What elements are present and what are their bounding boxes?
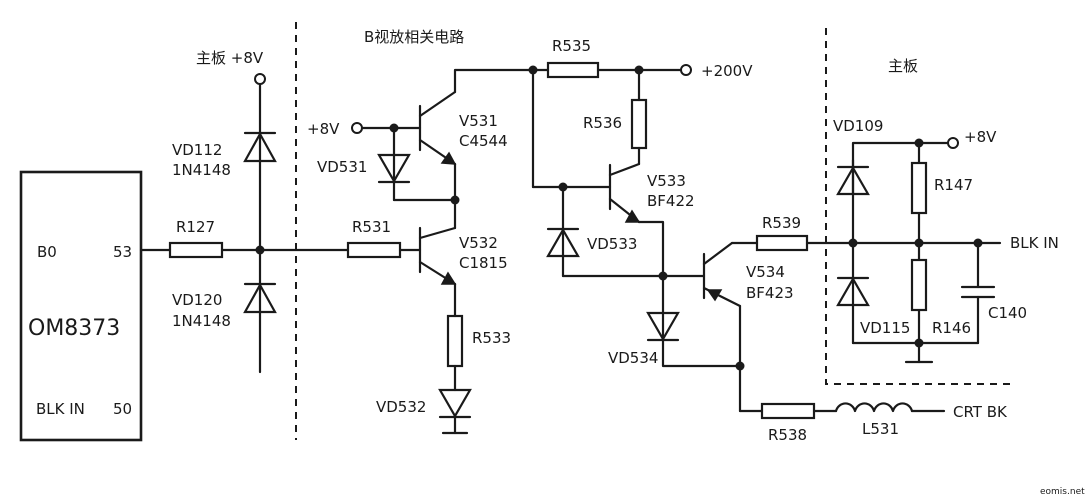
label-video-amp-title: B视放相关电路 [364,28,464,46]
label-vd533: VD533 [587,235,637,253]
label-r147: R147 [934,176,973,194]
ic-pin-b0-label: B0 [37,243,57,261]
label-crt-bk: CRT BK [953,403,1008,421]
ic-pin-blk-label: BLK IN [36,400,85,418]
label-v531: V531 [459,112,498,130]
label-r539: R539 [762,214,801,232]
label-blk-in: BLK IN [1010,234,1059,252]
junction-c140-node [973,238,983,248]
terminal-200v [680,64,692,76]
label-v533: V533 [647,172,686,190]
label-v533-type: BF422 [647,192,695,210]
label-v534-type: BF423 [746,284,794,302]
label-r535: R535 [552,37,591,55]
wire-vd534-to-v534-emitter [661,342,742,368]
label-plus8v-right: +8V [964,128,997,146]
diode-vd531 [377,153,411,184]
resistor-r539 [755,234,809,252]
transistor-v534-arrow [706,289,723,302]
label-r146: R146 [932,319,971,337]
label-plus200v: +200V [701,62,753,80]
label-vd120-type: 1N4148 [172,312,231,330]
label-vd115: VD115 [860,319,910,337]
label-v534: V534 [746,263,785,281]
transistor-v531-arrow [440,151,457,165]
label-vd534: VD534 [608,349,658,367]
resistor-r533 [446,314,464,368]
wire-v531-collector-to-top [453,68,535,94]
inductor-l531 [834,402,914,413]
diode-vd533 [546,227,580,258]
label-vd120: VD120 [172,291,222,309]
resistor-r146 [910,258,928,312]
ic-om8373-body [19,170,143,442]
mainboard-right-boundary [825,28,1010,385]
resistor-r147 [910,161,928,215]
label-mainboard-left: 主板 +8V [196,49,264,67]
label-r531: R531 [352,218,391,236]
label-c140: C140 [988,304,1027,322]
junction-emitters [450,195,460,205]
label-v532-type: C1815 [459,254,508,272]
terminal-8v-input [351,122,363,134]
ic-pin-b0-number: 53 [113,243,132,261]
resistor-r127 [168,241,224,259]
label-mainboard-right: 主板 [888,57,918,75]
label-r127: R127 [176,218,215,236]
terminal-left-8v [254,73,266,85]
label-vd532: VD532 [376,398,426,416]
transistor-v532-arrow [440,271,457,285]
resistor-r536 [630,98,648,150]
label-r536: R536 [583,114,622,132]
diode-vd112 [243,131,277,163]
junction-r-node [914,238,924,248]
transistor-v534-collector [702,241,734,266]
resistor-r535 [546,61,600,79]
wire-v533-emitter-down [637,220,665,278]
diode-vd120 [243,282,277,314]
junction-vd-node [848,238,858,248]
diode-vd109 [836,165,870,196]
transistor-v533-arrow [624,209,641,223]
diode-vd115 [836,276,870,307]
label-plus8v-left: +8V [307,120,340,138]
terminal-right-8v [947,137,959,149]
label-vd531: VD531 [317,158,367,176]
watermark: eomis.net [1040,487,1085,497]
diode-vd532 [438,388,472,419]
label-l531: L531 [862,420,899,438]
label-vd112: VD112 [172,141,222,159]
junction-right-bottom [914,338,924,348]
resistor-r531 [346,241,402,259]
junction-v534-emitter [735,361,745,371]
diode-vd534 [646,311,680,342]
ic-name: OM8373 [28,316,120,341]
transistor-v533-collector [608,162,641,177]
label-r538: R538 [768,426,807,444]
label-v532: V532 [459,234,498,252]
label-v531-type: C4544 [459,132,508,150]
label-vd109: VD109 [833,117,883,135]
ic-pin-blk-number: 50 [113,400,132,418]
transistor-v531-collector [418,90,457,118]
resistor-r538 [760,402,816,420]
transistor-v532-collector [418,226,457,240]
label-vd112-type: 1N4148 [172,161,231,179]
label-r533: R533 [472,329,511,347]
